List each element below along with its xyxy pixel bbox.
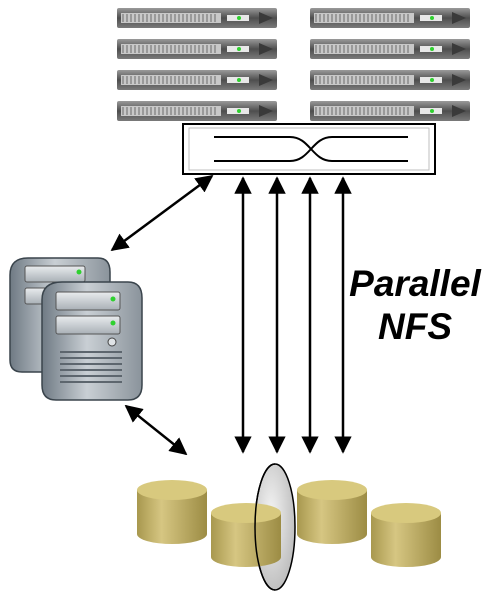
rack-server-icon: [117, 8, 277, 28]
rack-server-icon: [117, 101, 277, 121]
label-line-1: Parallel: [349, 263, 481, 304]
rack-server-icon: [117, 39, 277, 59]
rack-server-icon: [310, 39, 470, 59]
storage-cylinder-icon: [211, 503, 281, 567]
parallel-nfs-label: Parallel NFS: [340, 262, 490, 348]
rack-server-icon: [310, 8, 470, 28]
rack-server-icon: [117, 70, 277, 90]
storage-cylinder-icon: [371, 503, 441, 567]
metadata-to-storage-arrow: [124, 404, 188, 456]
compute-server-grid: [117, 8, 470, 121]
connection-arrows: [110, 174, 352, 456]
label-line-2: NFS: [378, 306, 452, 347]
tower-server-icon: [41, 281, 143, 401]
rack-server-icon: [310, 70, 470, 90]
storage-cluster: [137, 463, 441, 591]
storage-cylinder-icon: [297, 480, 367, 544]
storage-cylinder-icon: [137, 480, 207, 544]
network-switch-icon: [182, 123, 436, 175]
metadata-server-pair: [9, 257, 143, 401]
switch-to-metadata-arrow: [110, 174, 214, 252]
rack-server-icon: [310, 101, 470, 121]
